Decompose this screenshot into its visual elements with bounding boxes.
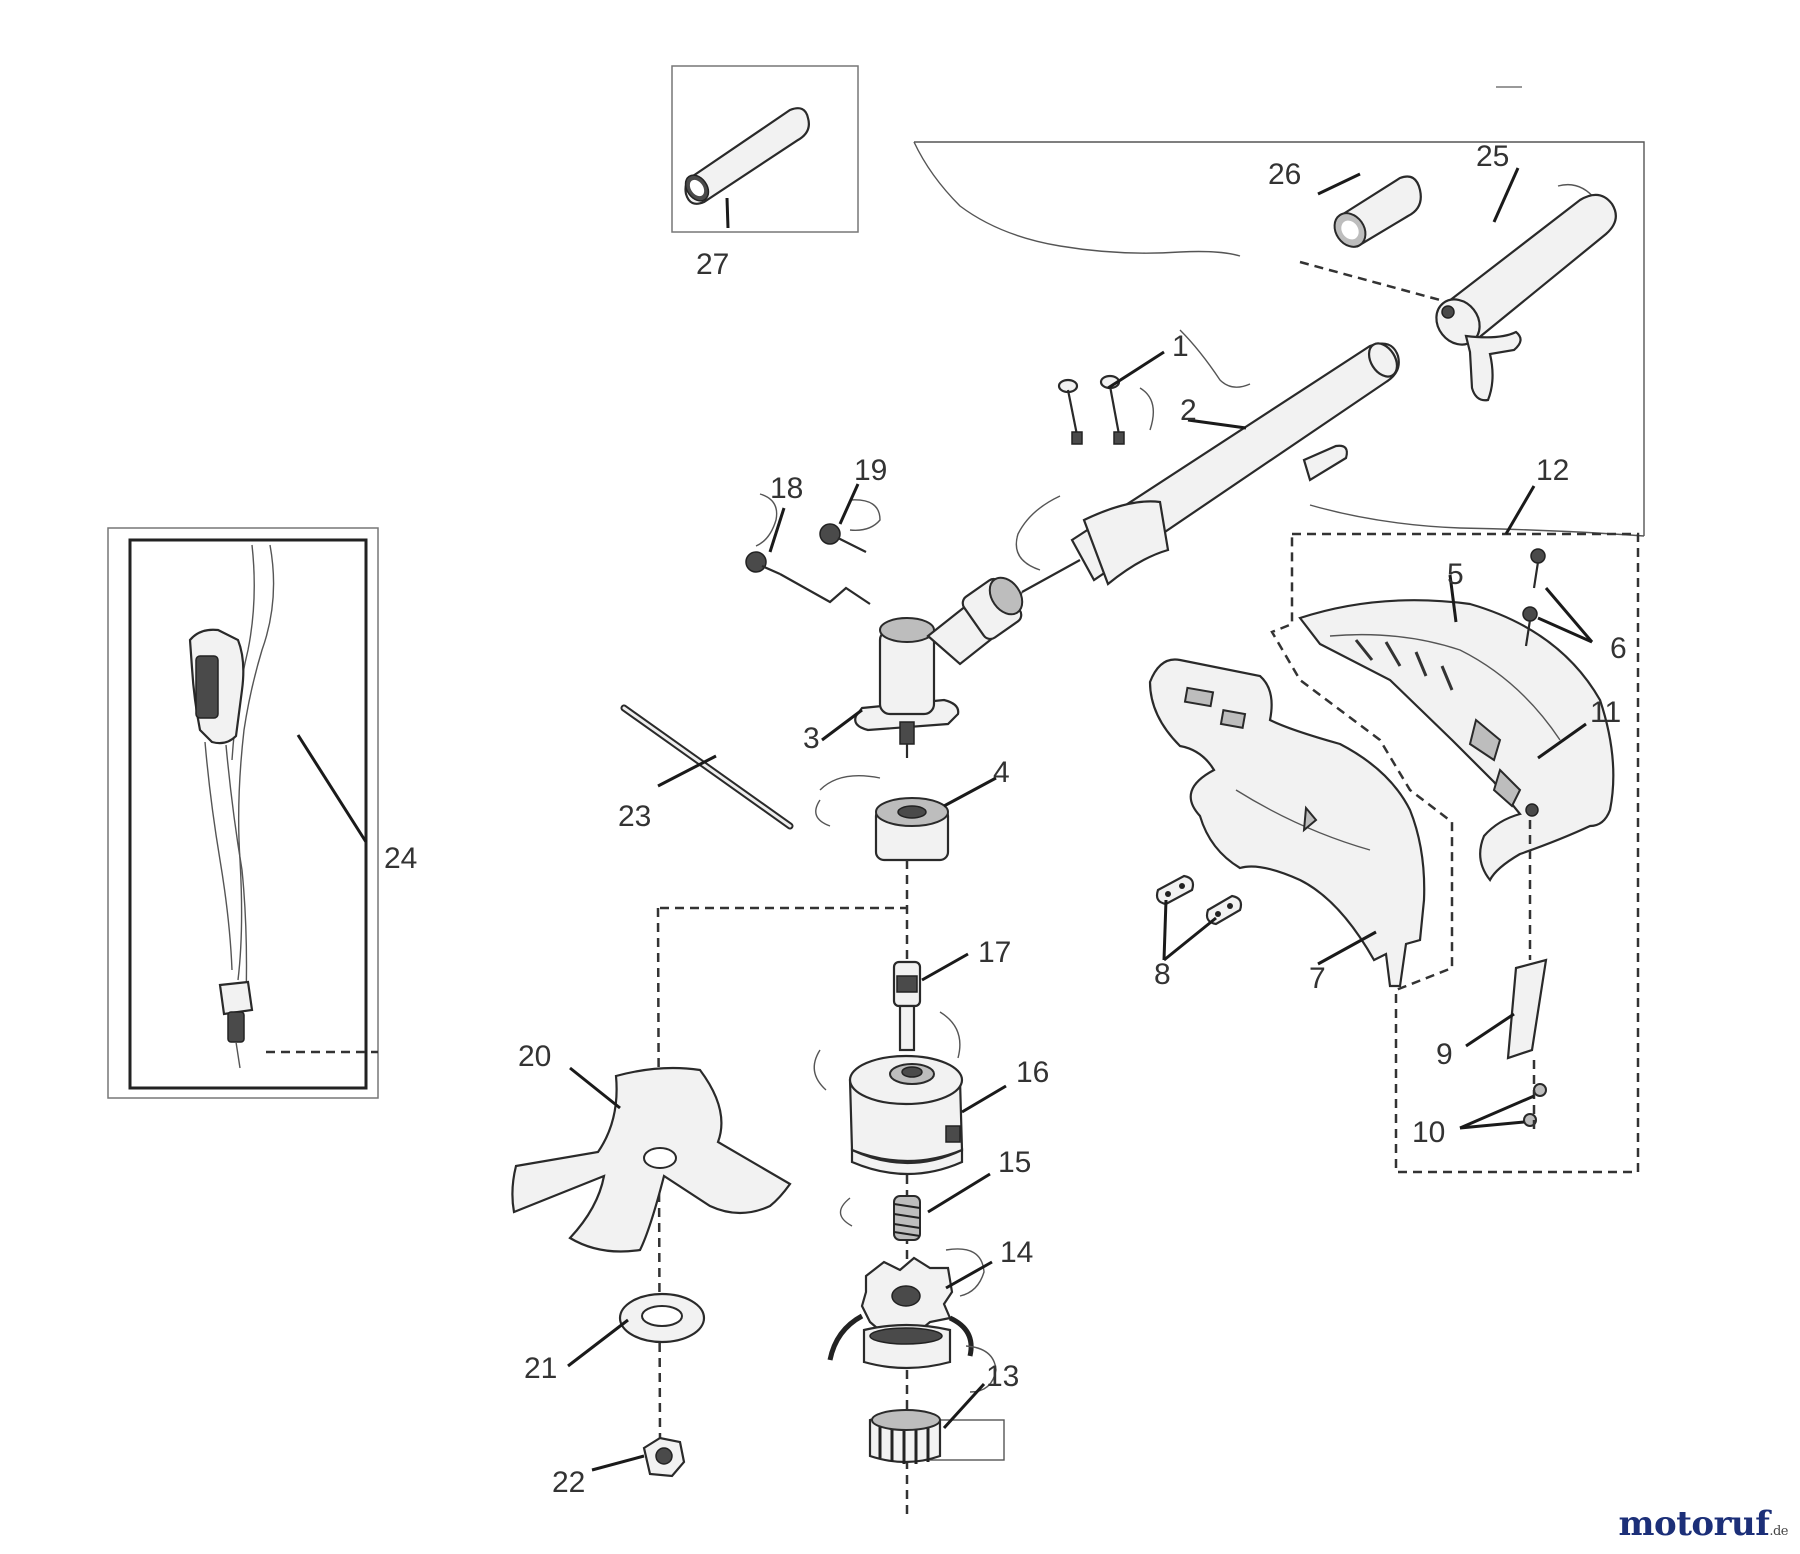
label-part-22: 22 (552, 1466, 585, 1499)
leader-21 (567, 1318, 629, 1368)
label-part-25: 25 (1476, 140, 1509, 173)
leader-22 (591, 1454, 645, 1472)
label-part-17: 17 (978, 936, 1011, 969)
label-part-7: 7 (1309, 962, 1326, 995)
gear-head-part-3 (854, 576, 1024, 758)
label-part-3: 3 (803, 722, 820, 755)
leader-13 (942, 1382, 986, 1430)
bearing-part-4 (815, 775, 950, 862)
guard-shield-part-5 (1298, 599, 1615, 883)
leader-4 (943, 776, 997, 808)
leader-8b (1163, 916, 1217, 962)
leader-23 (657, 754, 717, 788)
leader-26 (1317, 172, 1361, 196)
nuts-part-10 (1523, 1060, 1547, 1130)
inset-27 (671, 65, 859, 233)
grip-tube-part-27 (684, 107, 810, 205)
leader-5 (1448, 574, 1458, 623)
screw-part-18 (745, 551, 781, 576)
leader-16 (961, 1084, 1007, 1114)
leader-8a (1162, 899, 1168, 961)
wing-bolts-part-1 (1057, 374, 1154, 445)
shoulder-strap-part-24 (188, 544, 275, 1069)
leader-6b (1537, 616, 1593, 644)
leader-15 (927, 1172, 991, 1214)
washer-part-21 (618, 1292, 706, 1344)
label-part-24: 24 (384, 842, 417, 875)
guard-assembly-part-12 (1270, 532, 1640, 1174)
leader-2 (1187, 418, 1247, 430)
collar-part-26 (1333, 175, 1422, 248)
spring-part-15 (839, 1195, 921, 1241)
label-part-16: 16 (1016, 1056, 1049, 1089)
label-part-2: 2 (1180, 394, 1197, 427)
label-part-23: 23 (618, 800, 651, 833)
leader-17 (921, 952, 969, 982)
label-part-5: 5 (1447, 558, 1464, 591)
leader-11 (1537, 722, 1587, 760)
label-part-4: 4 (993, 756, 1010, 789)
guard-plate-part-7 (1148, 658, 1426, 988)
label-part-10: 10 (1412, 1116, 1445, 1149)
label-part-15: 15 (998, 1146, 1031, 1179)
label-part-27: 27 (696, 248, 729, 281)
guard-screws-part-6 (1522, 548, 1546, 647)
locking-rod-part-23 (620, 704, 794, 830)
brush-blade-part-20 (511, 1066, 792, 1253)
screws-part-18-19 (745, 493, 881, 605)
nut-part-22 (642, 1436, 686, 1478)
label-part-12: 12 (1536, 454, 1569, 487)
leader-6a (1544, 587, 1594, 643)
leader-lines (567, 167, 1594, 1472)
label-part-20: 20 (518, 1040, 551, 1073)
leader-9 (1465, 1012, 1515, 1048)
leader-3 (821, 708, 863, 742)
leader-20 (569, 1066, 621, 1110)
drive-adapter-part-17 (892, 960, 961, 1059)
label-part-11: 11 (1590, 696, 1621, 729)
label-part-9: 9 (1436, 1038, 1453, 1071)
screw-part-19 (819, 523, 867, 553)
watermark-main: motoruf (1618, 1504, 1770, 1544)
label-part-1: 1 (1172, 330, 1189, 363)
label-part-6: 6 (1610, 632, 1627, 665)
part-labels: 1 2 3 4 5 6 7 8 9 10 11 12 13 14 15 16 1… (384, 140, 1627, 1499)
leader-19 (838, 483, 860, 525)
label-part-14: 14 (1000, 1236, 1033, 1269)
engine-ghost-outline (913, 86, 1645, 571)
leader-10b (1459, 1120, 1525, 1130)
brackets-part-8 (1155, 874, 1243, 926)
label-part-8: 8 (1154, 958, 1171, 991)
leader-7 (1317, 930, 1377, 966)
shaft-housing-part-25 (1299, 193, 1617, 402)
leader-18 (768, 507, 786, 553)
label-part-21: 21 (524, 1352, 557, 1385)
label-part-18: 18 (770, 472, 803, 505)
leader-1 (1107, 350, 1165, 390)
trimmer-head-housing-part-16 (813, 1049, 964, 1176)
line-spool-part-13 (862, 1323, 997, 1393)
drive-tube-part-2 (1019, 342, 1400, 601)
leader-14 (945, 1260, 993, 1290)
leader-10a (1459, 1094, 1535, 1130)
label-part-19: 19 (854, 454, 887, 487)
inset-24 (107, 527, 379, 1099)
bump-knob (868, 1409, 1005, 1464)
label-part-13: 13 (986, 1360, 1019, 1393)
leader-25 (1492, 167, 1520, 223)
spool-part-14 (827, 1248, 985, 1361)
watermark-suffix: .de (1769, 1524, 1788, 1539)
label-part-26: 26 (1268, 158, 1301, 191)
leader-12 (1504, 485, 1536, 535)
motoruf-watermark: motoruf.de (1618, 1504, 1789, 1544)
line-cutter-part-9 (1506, 820, 1548, 1060)
